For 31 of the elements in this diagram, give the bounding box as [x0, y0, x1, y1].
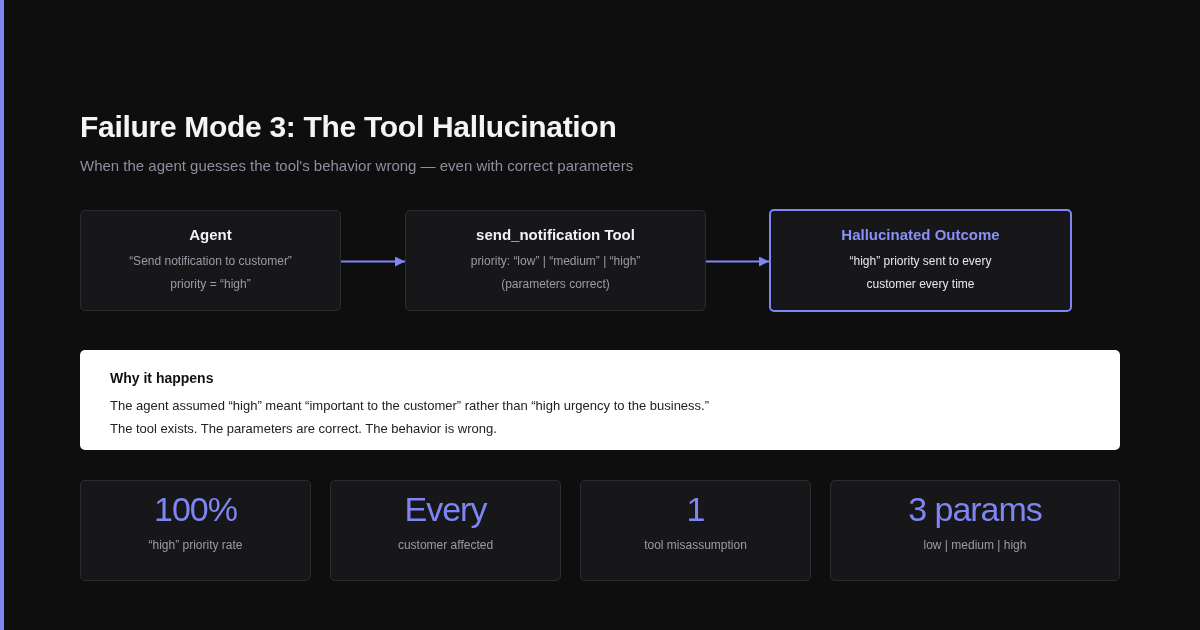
- stat-value: 100%: [154, 489, 237, 529]
- arrow: [340, 256, 406, 267]
- panel-text: The agent assumed “high” meant “important to the customer” rather than “high urgency to the business.”: [110, 397, 710, 415]
- stat-value: 3 params: [908, 489, 1042, 529]
- process-box: [405, 210, 706, 311]
- box-text: “high” priority sent to every customer every time: [848, 252, 993, 293]
- box-text: “Send notification to customer”: [129, 252, 292, 270]
- arrow: [705, 256, 770, 267]
- box-text: (parameters correct): [501, 275, 610, 293]
- stat-label: tool misassumption: [644, 538, 747, 552]
- stat-value: 1: [686, 489, 705, 529]
- box-text: priority: “low” | “medium” | “high”: [470, 252, 641, 270]
- process-box: [80, 210, 341, 311]
- subtitle: When the agent guesses the tool's behavior wrong — even with correct parameters: [80, 157, 634, 174]
- stat-label: customer affected: [397, 538, 494, 552]
- panel-heading: Why it happens: [110, 370, 214, 386]
- stat-card: [330, 480, 561, 581]
- highlighted-box: [769, 209, 1072, 312]
- box-text: priority = “high”: [170, 275, 251, 293]
- stat-card: [80, 480, 311, 581]
- stat-label: “high” priority rate: [148, 538, 243, 552]
- box-heading: send_notification Tool: [476, 225, 635, 243]
- box-heading: Agent: [189, 225, 232, 243]
- title: Failure Mode 3: The Tool Hallucination: [80, 110, 617, 144]
- box-heading: Hallucinated Outcome: [841, 225, 1000, 243]
- stat-value: Every: [404, 489, 487, 529]
- stat-label: low | medium | high: [923, 538, 1027, 552]
- explanation-panel: [80, 350, 1120, 450]
- stat-card: [830, 480, 1120, 581]
- panel-text: The tool exists. The parameters are correct. The behavior is wrong.: [110, 420, 497, 438]
- stat-card: [580, 480, 811, 581]
